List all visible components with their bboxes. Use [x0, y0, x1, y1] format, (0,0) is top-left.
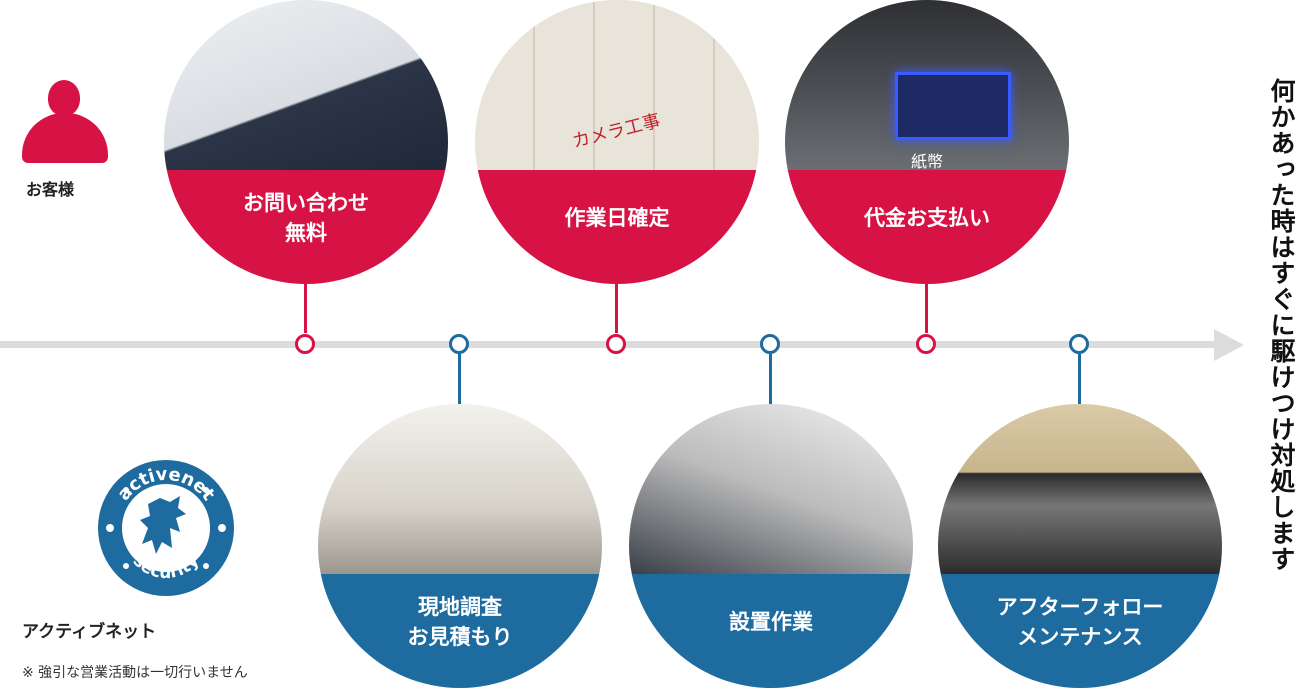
step-payment-band: 代金お支払い — [785, 170, 1069, 284]
person-icon — [22, 113, 108, 163]
step-payment: 紙幣 代金お支払い — [785, 0, 1069, 284]
step-maintenance-line2: メンテナンス — [1017, 625, 1143, 650]
right-message: 何かあった時はすぐに駆けつけ対処します — [1267, 78, 1296, 572]
step-inquiry-connector — [304, 283, 307, 333]
customer-label: お客様 — [26, 180, 75, 199]
step-inquiry-line2: 無料 — [285, 221, 327, 246]
step-maintenance-line1: アフターフォロー — [996, 595, 1164, 620]
step-install-band: 設置作業 — [629, 574, 913, 688]
step-survey-line1: 現地調査 — [418, 595, 502, 620]
sales-note: ※ 強引な営業活動は一切行いません — [22, 665, 248, 681]
activenet-logo: activenet security — [98, 460, 234, 596]
monitor-screens-photo — [938, 404, 1222, 575]
hallway-survey-photo — [318, 404, 602, 575]
calendar-photo-text: カメラ工事 — [570, 110, 663, 153]
step-install-connector — [769, 354, 772, 404]
step-inquiry-line1: お問い合わせ — [243, 191, 369, 216]
step-payment-connector — [925, 283, 928, 333]
step-inquiry: お問い合わせ 無料 — [164, 0, 448, 284]
camera-installation-photo — [629, 404, 913, 575]
timeline-node — [449, 334, 469, 354]
calendar-photo: カメラ工事 — [475, 0, 759, 171]
step-maintenance: アフターフォロー メンテナンス — [938, 404, 1222, 688]
step-schedule-connector — [615, 283, 618, 333]
timeline-node — [760, 334, 780, 354]
person-icon-head — [48, 80, 80, 116]
company-label: アクティブネット — [22, 622, 157, 642]
step-schedule-band: 作業日確定 — [475, 170, 759, 284]
step-schedule-line1: 作業日確定 — [564, 206, 670, 231]
timeline-node — [1069, 334, 1089, 354]
timeline-node — [916, 334, 936, 354]
step-survey-line2: お見積もり — [407, 625, 513, 650]
step-inquiry-band: お問い合わせ 無料 — [164, 170, 448, 284]
bill-slot — [895, 72, 1011, 140]
timeline-node — [606, 334, 626, 354]
step-survey: 現地調査 お見積もり — [318, 404, 602, 688]
step-maintenance-connector — [1078, 354, 1081, 404]
bill-label: 紙幣 — [911, 152, 944, 171]
timeline-node — [295, 334, 315, 354]
woman-on-phone-photo — [164, 0, 448, 171]
step-maintenance-band: アフターフォロー メンテナンス — [938, 574, 1222, 688]
timeline-arrow-icon — [1214, 329, 1244, 361]
step-survey-band: 現地調査 お見積もり — [318, 574, 602, 688]
payment-machine-photo: 紙幣 — [785, 0, 1069, 171]
step-install: 設置作業 — [629, 404, 913, 688]
step-survey-connector — [458, 354, 461, 404]
step-payment-line1: 代金お支払い — [864, 206, 990, 231]
step-schedule: カメラ工事 作業日確定 — [475, 0, 759, 284]
step-install-line1: 設置作業 — [729, 610, 813, 635]
